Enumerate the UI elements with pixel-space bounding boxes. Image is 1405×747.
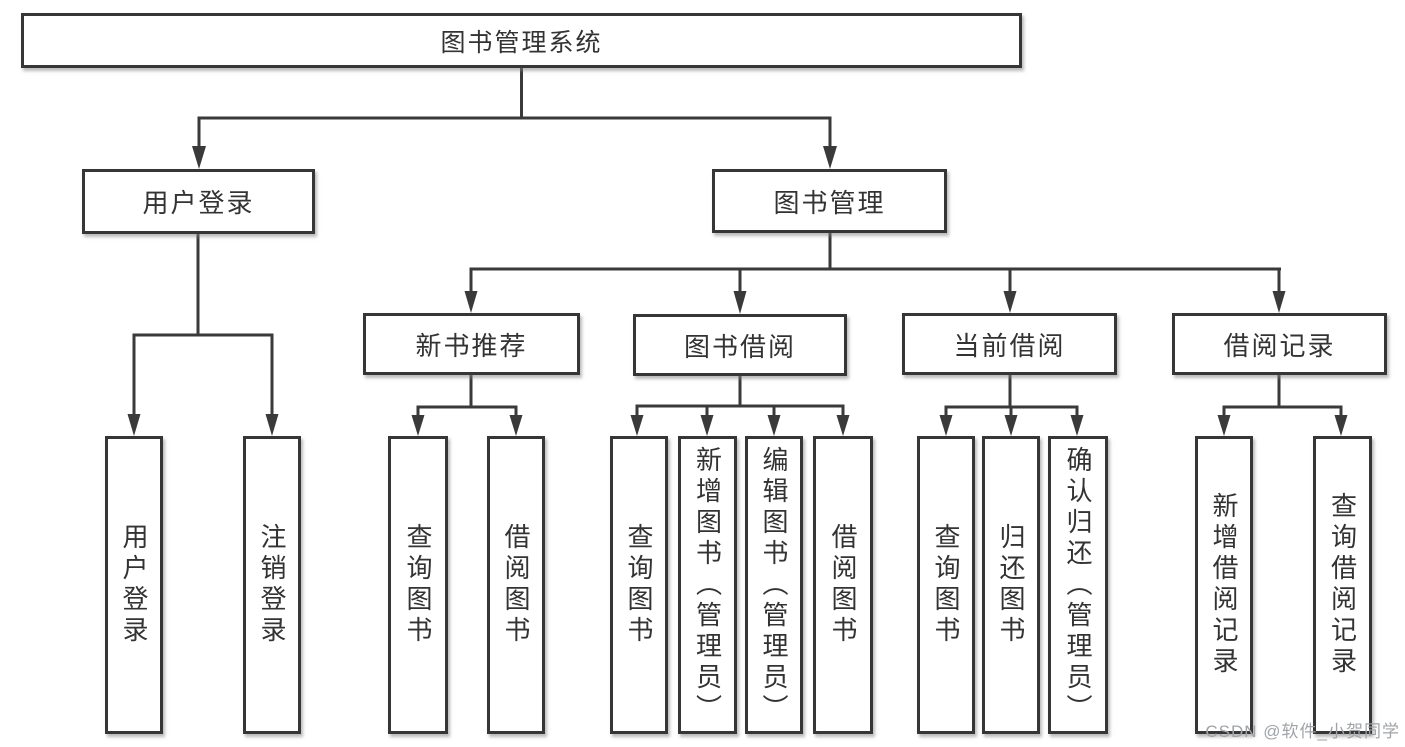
leaf-edit-book-admin: 编辑图书（管理员） <box>745 436 803 734</box>
leaf-query-borrow-record-label: 查询借阅记录 <box>1327 492 1358 678</box>
node-borrow-records: 借阅记录 <box>1172 313 1387 375</box>
node-book-management-label: 图书管理 <box>773 187 886 218</box>
leaf-logout: 注销登录 <box>243 436 301 734</box>
leaf-query-books-borrow-label: 查询图书 <box>624 523 654 647</box>
node-book-borrow: 图书借阅 <box>633 314 847 376</box>
leaf-user-login: 用户登录 <box>105 436 163 734</box>
leaf-add-borrow-record: 新增借阅记录 <box>1195 436 1253 734</box>
leaf-borrow-books-label: 借阅图书 <box>828 523 858 647</box>
leaf-user-login-label: 用户登录 <box>119 523 149 647</box>
node-current-borrow: 当前借阅 <box>902 313 1117 375</box>
node-user-login: 用户登录 <box>82 169 315 234</box>
leaf-query-books-recommend: 查询图书 <box>388 436 448 734</box>
leaf-borrow-books: 借阅图书 <box>813 436 873 734</box>
leaf-borrow-books-recommend: 借阅图书 <box>487 436 545 734</box>
leaf-query-books-borrow: 查询图书 <box>610 436 668 734</box>
node-user-login-label: 用户登录 <box>142 188 255 218</box>
leaf-confirm-return-admin: 确认归还（管理员） <box>1048 436 1108 734</box>
node-borrow-records-label: 借阅记录 <box>1223 330 1336 361</box>
node-book-management: 图书管理 <box>712 169 947 233</box>
leaf-return-books-label: 归还图书 <box>996 523 1026 647</box>
leaf-add-book-admin: 新增图书（管理员） <box>678 436 737 734</box>
node-book-borrow-label: 图书借阅 <box>683 331 796 362</box>
leaf-edit-book-admin-label: 编辑图书（管理员） <box>759 445 789 725</box>
leaf-logout-label: 注销登录 <box>257 523 287 647</box>
leaf-add-book-admin-label: 新增图书（管理员） <box>692 445 723 725</box>
leaf-borrow-books-recommend-label: 借阅图书 <box>501 523 531 647</box>
node-new-book-recommend-label: 新书推荐 <box>415 330 528 361</box>
leaf-confirm-return-admin-label: 确认归还（管理员） <box>1063 445 1093 725</box>
leaf-return-books: 归还图书 <box>982 436 1040 734</box>
leaf-query-books-current-label: 查询图书 <box>931 523 961 647</box>
csdn-watermark: CSDN @软件_小贺同学 <box>1205 722 1400 741</box>
leaf-query-borrow-record: 查询借阅记录 <box>1313 436 1372 734</box>
node-root-label: 图书管理系统 <box>440 28 603 57</box>
leaf-query-books-current: 查询图书 <box>917 436 975 734</box>
node-current-borrow-label: 当前借阅 <box>953 330 1066 361</box>
leaf-query-books-recommend-label: 查询图书 <box>403 523 433 647</box>
node-root-library-system: 图书管理系统 <box>21 13 1022 68</box>
leaf-add-borrow-record-label: 新增借阅记录 <box>1209 492 1239 678</box>
node-new-book-recommend: 新书推荐 <box>363 313 580 375</box>
